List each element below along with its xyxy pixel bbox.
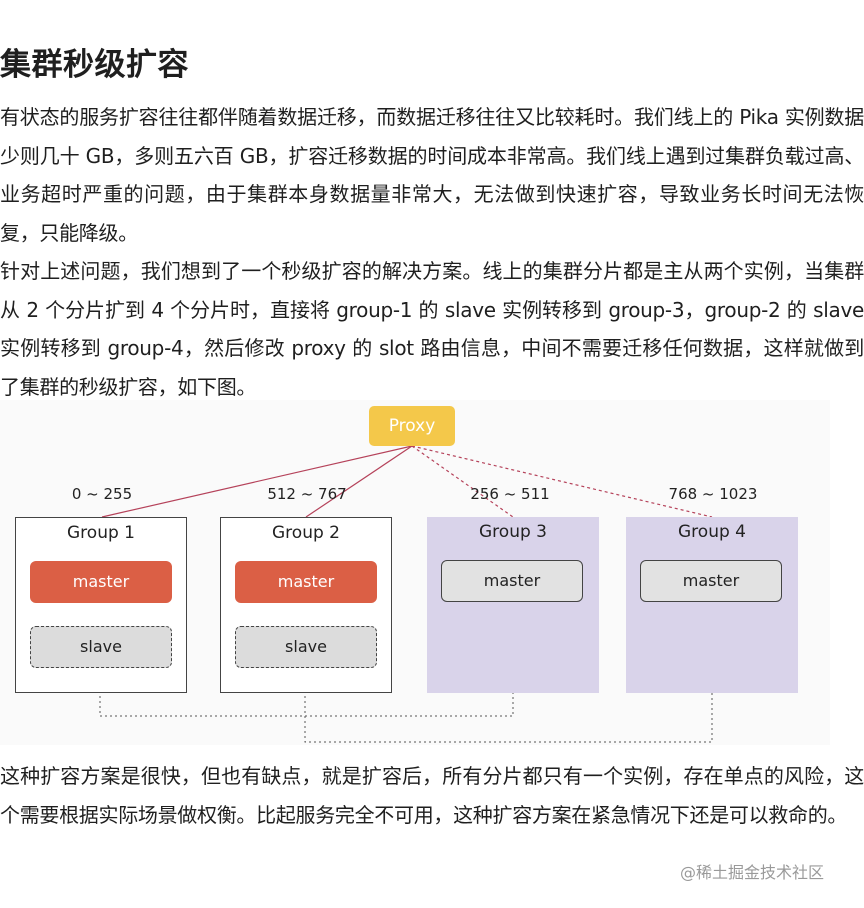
group-1-slave: slave (30, 626, 172, 668)
paragraph-solution: 针对上述问题，我们想到了一个秒级扩容的解决方案。线上的集群分片都是主从两个实例，… (0, 259, 864, 399)
paragraph-intro: 有状态的服务扩容往往都伴随着数据迁移，而数据迁移往往又比较耗时。我们线上的 Pi… (0, 105, 864, 245)
paragraph-tradeoff: 这种扩容方案是很快，但也有缺点，就是扩容后，所有分片都只有一个实例，存在单点的风… (0, 764, 864, 827)
group-2-slave: slave (235, 626, 377, 668)
route-line-group-1 (101, 445, 413, 518)
section-title: 集群秒级扩容 (0, 47, 189, 83)
group-2-master: master (235, 561, 377, 603)
watermark: @稀土掘金技术社区 (680, 863, 825, 882)
slot-range-group-4: 768 ~ 1023 (668, 485, 758, 503)
group-1-box: Group 1 master slave (15, 517, 187, 693)
group-2-box: Group 2 master slave (220, 517, 392, 693)
slot-range-group-3: 256 ~ 511 (470, 485, 550, 503)
group-2-title: Group 2 (272, 523, 340, 543)
proxy-node: Proxy (369, 406, 455, 446)
group-3-title: Group 3 (479, 522, 547, 542)
group-4-title: Group 4 (678, 522, 746, 542)
group-4-master: master (640, 560, 782, 602)
group-3-box: Group 3 master (427, 517, 599, 693)
group-1-title: Group 1 (67, 523, 135, 543)
group-3-master: master (441, 560, 583, 602)
group-4-box: Group 4 master (626, 517, 798, 693)
route-line-group-3 (411, 445, 514, 518)
slot-range-group-1: 0 ~ 255 (71, 485, 133, 503)
slot-range-group-2: 512 ~ 767 (267, 485, 347, 503)
route-line-group-2 (305, 445, 413, 518)
group-1-master: master (30, 561, 172, 603)
route-line-group-4 (411, 445, 713, 518)
scaling-diagram: Proxy 0 ~ 255 512 ~ 767 256 ~ 511 768 ~ … (0, 400, 830, 745)
